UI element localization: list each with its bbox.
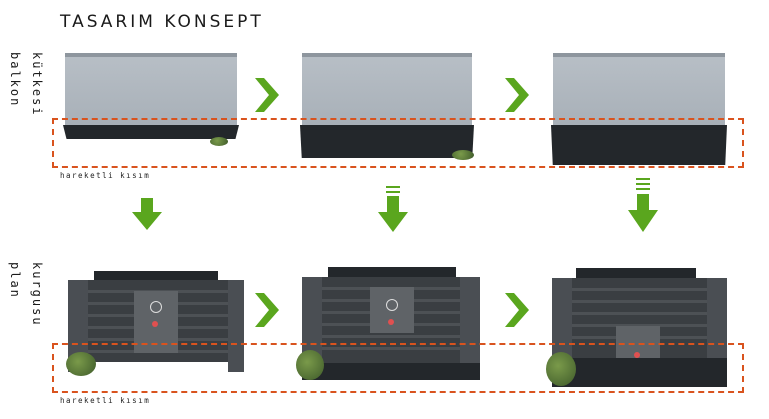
elevation-wall-3 [553,53,725,125]
label-kurgusu: kurgusu [30,262,44,327]
elevation-wall-1 [65,53,237,125]
page-title: TASARIM KONSEPT [60,12,264,32]
arrow-down-icon [132,198,162,230]
plant-icon [210,137,228,146]
elevation-wall-2 [302,53,472,125]
arrow-down-icon [378,186,408,232]
plan-1 [68,271,244,372]
moving-part-label-top: hareketli kısım [60,171,151,180]
plant-icon [452,150,474,160]
plant-icon [66,352,96,376]
plant-icon [546,352,576,386]
moving-part-box-top [52,118,744,168]
chevron-right-icon [255,293,279,327]
plan-2 [302,267,480,380]
chevron-right-icon [505,293,529,327]
arrow-down-icon [628,178,658,232]
elevation-slab-2 [300,125,474,158]
chevron-right-icon [255,78,279,112]
moving-part-box-bottom [52,343,744,393]
label-balkon: balkon [8,52,22,108]
moving-part-label-bottom: hareketli kısım [60,396,151,405]
label-kutkesi: kütkesi [30,52,44,117]
elevation-slab-3 [551,125,727,165]
label-plan: plan [8,262,22,299]
plant-icon [296,350,324,380]
elevation-slab-1 [63,125,239,139]
chevron-right-icon [505,78,529,112]
